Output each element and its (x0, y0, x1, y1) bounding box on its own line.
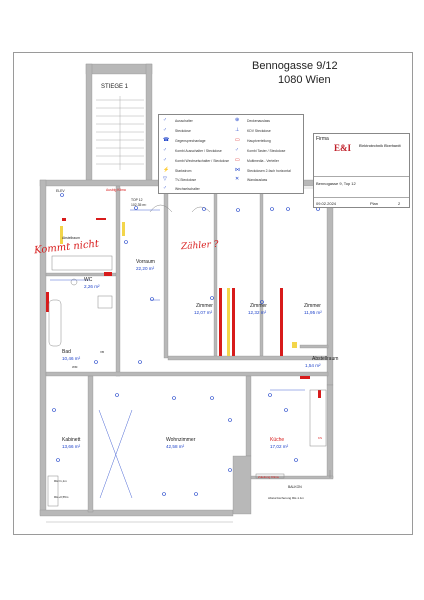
socket-icon: ♂ (163, 127, 167, 133)
toggle-switch-icon: ♂ (163, 185, 167, 191)
vorraum-label: Vorraum (136, 259, 155, 265)
elev-label: ELEV (56, 189, 65, 193)
legend-label-9: KDV Steckdose (247, 129, 271, 133)
kdv-outlet-icon: ⊥ (235, 127, 240, 133)
rh-note-2: RH+0,55m (54, 495, 69, 499)
legend-box: ♂ Ausschalter ♂ Steckdose ☎ Gegensprecha… (158, 114, 304, 194)
intercom-icon: ☎ (163, 137, 170, 143)
legend-label-5: Starkstrom (175, 169, 192, 173)
company-logo: E&I (334, 143, 352, 153)
bad-label: Bad (62, 349, 71, 355)
combo-switch-icon: ♂ (163, 147, 167, 153)
double-socket-icon: ⋈ (235, 167, 240, 173)
zimmer1-area: 12,07 m² (194, 310, 213, 315)
legend-label-0: Ausschalter (175, 119, 193, 123)
zimmer2-label: Zimmer (250, 303, 267, 309)
kueche-note: Zuleitung Klima (258, 475, 279, 479)
tv-outlet-icon: ▽ (163, 176, 167, 182)
wohnzimmer-area: 42,58 m² (166, 444, 185, 449)
legend-label-3: Kombi Ausschalter / Steckdose (175, 149, 222, 153)
address-title: Bennogasse 9/12 (252, 60, 338, 72)
rh-note: RH=1,1m (54, 479, 67, 483)
plan-date: 09.02.2024 (316, 201, 337, 206)
red-markers (46, 218, 321, 398)
title-block-divider (314, 176, 409, 177)
main-panel-icon: ▭ (235, 137, 240, 143)
legend-label-12: Multimedia - Verteiler (247, 159, 279, 163)
wall-outlet-icon: ✕ (235, 176, 240, 182)
ks-label: KS (318, 436, 323, 440)
plan-number: 2 (398, 201, 401, 206)
kueche-label: Küche (270, 437, 285, 443)
bad-area: 10,46 m² (62, 356, 81, 361)
stair-treads (96, 96, 144, 170)
plan-label: Plan (370, 201, 379, 206)
title-block: Firma E&I Elektrotechnik Eberhardt Benno… (313, 133, 410, 208)
multimedia-icon: ▭ (235, 157, 240, 163)
zimmer1-label: Zimmer (196, 303, 213, 309)
title-block-divider (314, 197, 409, 198)
legend-label-4: Kombi Wechselschalter / Steckdose (175, 159, 230, 163)
ausblg-note: Ausblg Klima (106, 188, 126, 192)
legend-label-10: Hauptverteilung (247, 139, 271, 143)
drawing-frame (13, 52, 413, 535)
top-area: 102,35 m² (131, 203, 147, 207)
vb-label: VB (100, 350, 105, 354)
combo-toggle-icon: ♂ (163, 157, 167, 163)
yellow-accents (60, 222, 297, 356)
top-label: TOP 12 (131, 198, 143, 202)
abstellraum-top-label: Abstellraum (62, 236, 80, 240)
abstellraum2-label: Abstellraum (312, 356, 339, 362)
legend-label-11: Kombi Taster / Steckdose (247, 149, 286, 153)
kueche-area: 17,02 m² (270, 444, 289, 449)
wm-label: WM (72, 365, 78, 369)
legend-label-2: Gegensprechanlage (175, 139, 206, 143)
legend-label-8: Deckenauslass (247, 119, 270, 123)
legend-label-13: Steckdosen 2-fach horizontal (247, 169, 291, 173)
power-outlet-icon: ⚡ (163, 167, 170, 173)
stair-label: STIEGE 1 (101, 84, 129, 90)
company-name: Elektrotechnik Eberhardt (359, 144, 401, 148)
legend-label-1: Steckdose (175, 129, 191, 133)
ceiling-light-icon: ⊕ (235, 117, 240, 123)
combo-dimmer-icon: ♂ (235, 147, 239, 153)
wiring-lines (50, 209, 305, 499)
legend-label-6: TV-Steckdose (175, 178, 197, 182)
project-address: Bennogasse 9, Top 12 (316, 181, 356, 186)
zimmer2-area: 12,32 m² (248, 310, 267, 315)
legend-label-14: Wandauslass (247, 178, 268, 182)
kabinett-area: 13,66 m² (62, 444, 81, 449)
legend-label-7: Wechselschalter (175, 187, 200, 191)
vorraum-area: 22,20 m² (136, 266, 155, 271)
wc-area: 2,26 m² (84, 284, 100, 289)
zimmer3-label: Zimmer (304, 303, 321, 309)
city-title: 1080 Wien (278, 74, 331, 86)
abstellraum2-area: 1,54 m² (305, 363, 321, 368)
wohnzimmer-label: Wohnzimmer (166, 437, 196, 443)
kabinett-label: Kabinett (62, 437, 81, 443)
balkon-label: BALKON (288, 485, 302, 489)
balkon-note: Absturzsicherung RH-1.1m (268, 496, 305, 500)
wc-label: WC (84, 277, 93, 283)
firma-label: Firma (316, 136, 329, 142)
zimmer3-area: 11,95 m² (304, 310, 322, 315)
switch-icon: ♂ (163, 117, 167, 123)
